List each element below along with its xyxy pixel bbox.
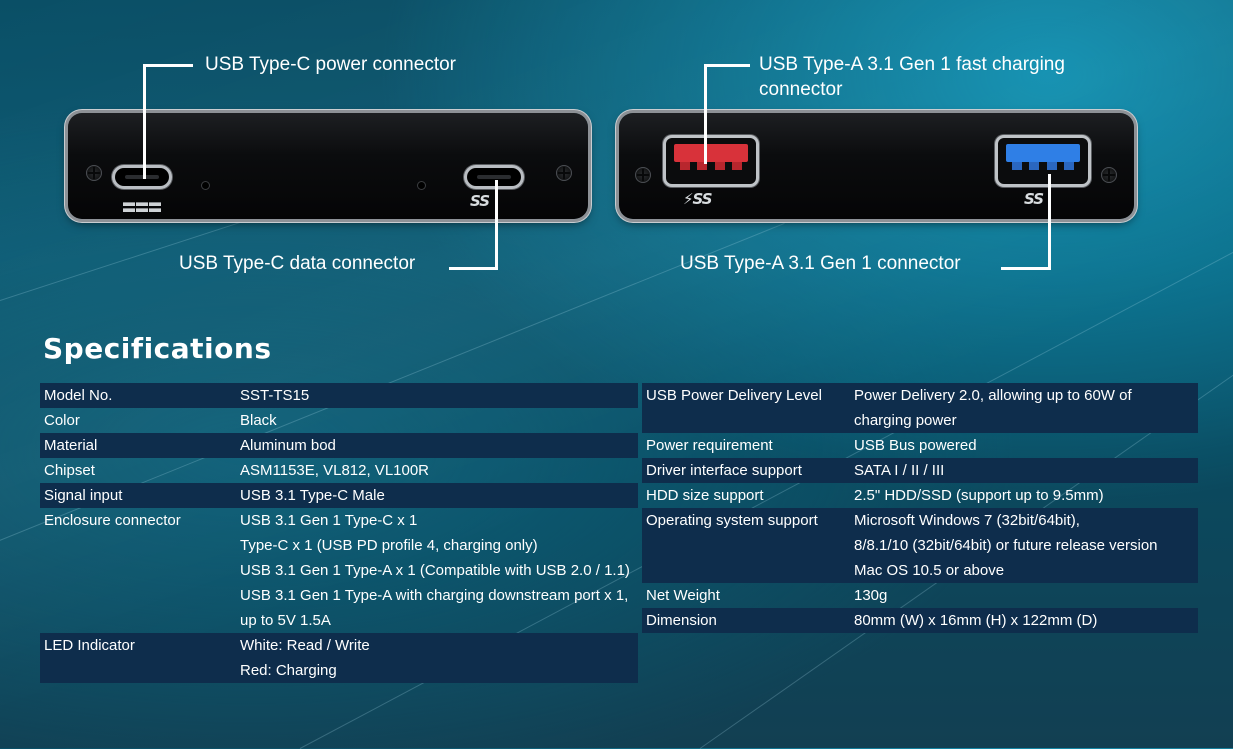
superspeed-logo: SS (1024, 190, 1044, 208)
spec-label: HDD size support (646, 487, 764, 504)
led-hole (202, 182, 209, 189)
callout-line (495, 180, 498, 270)
callout-line (1048, 174, 1051, 270)
spec-value-line: ASM1153E, VL812, VL100R (240, 462, 430, 479)
spec-value: 2.5" HDD/SSD (support up to 9.5mm) (850, 483, 1198, 508)
spec-value-line: White: Read / Write (240, 637, 370, 654)
callout-line (1001, 267, 1051, 270)
enclosure-right-panel: ⚡SS SS (619, 113, 1134, 219)
screw-icon (556, 165, 572, 181)
usb-a-port (998, 138, 1088, 184)
spec-value-line: Microsoft Windows 7 (32bit/64bit), (854, 512, 1080, 529)
spec-value: 80mm (W) x 16mm (H) x 122mm (D) (850, 608, 1198, 633)
callout-typea-fast-line2: connector (759, 79, 843, 100)
spec-value-line: charging power (854, 412, 957, 429)
spec-label: Enclosure connector (44, 512, 181, 529)
spec-label: Power requirement (646, 437, 773, 454)
usb-c-data-port (467, 168, 521, 186)
specifications-title: Specifications (43, 332, 272, 365)
superspeed-logo: SS (470, 192, 490, 210)
spec-label: USB Power Delivery Level (642, 383, 850, 433)
spec-value-line: Black (240, 412, 277, 429)
spec-label: Color (44, 412, 80, 429)
spec-value-line: USB Bus powered (854, 437, 977, 454)
callout-typec-power: USB Type-C power connector (205, 54, 456, 75)
spec-label: Net Weight (646, 587, 720, 604)
callout-line (449, 267, 498, 270)
spec-row: HDD size support 2.5" HDD/SSD (support up… (642, 483, 1198, 508)
spec-value-line: 80mm (W) x 16mm (H) x 122mm (D) (854, 612, 1098, 629)
spec-value-line: USB 3.1 Type-C Male (240, 487, 385, 504)
fast-charge-superspeed-logo: ⚡SS (683, 190, 713, 208)
usb-a-fast-charging-port (666, 138, 756, 184)
spec-label: LED Indicator (40, 633, 236, 683)
spec-value-line: USB 3.1 Gen 1 Type-A x 1 (Compatible wit… (240, 562, 630, 579)
spec-label: Material (40, 433, 236, 458)
callout-line (143, 64, 146, 179)
spec-row: Power requirement USB Bus powered (642, 433, 1198, 458)
spec-value: Microsoft Windows 7 (32bit/64bit), 8/8.1/… (850, 508, 1198, 583)
callout-typea-fast-charging: USB Type-A 3.1 Gen 1 fast charging conne… (759, 52, 1065, 102)
spec-value: USB 3.1 Type-C Male (236, 483, 638, 508)
callout-typea-connector: USB Type-A 3.1 Gen 1 connector (680, 253, 961, 274)
screw-icon (635, 167, 651, 183)
spec-value-line: Aluminum bod (240, 437, 336, 454)
spec-value-line: Power Delivery 2.0, allowing up to 60W o… (854, 387, 1132, 404)
spec-value-line: USB 3.1 Gen 1 Type-A with charging downs… (240, 587, 629, 604)
spec-row: Chipset ASM1153E, VL812, VL100R (40, 458, 638, 483)
power-symbol-icon: ▬▬▬▬▬▬ (123, 195, 162, 215)
spec-label: Signal input (40, 483, 236, 508)
spec-value: Power Delivery 2.0, allowing up to 60W o… (850, 383, 1198, 433)
spec-label: Chipset (44, 462, 95, 479)
spec-value-line: 2.5" HDD/SSD (support up to 9.5mm) (854, 487, 1104, 504)
spec-value: SST-TS15 (236, 383, 638, 408)
spec-value-line: Red: Charging (240, 662, 337, 679)
spec-row: Model No.SST-TS15 (40, 383, 638, 408)
spec-value: USB Bus powered (850, 433, 1198, 458)
spec-value-line: Mac OS 10.5 or above (854, 562, 1005, 579)
callout-line (704, 64, 750, 67)
spec-value-line: SATA I / II / III (854, 462, 945, 479)
spec-value: USB 3.1 Gen 1 Type-C x 1 Type-C x 1 (USB … (236, 508, 638, 633)
spec-value-line: USB 3.1 Gen 1 Type-C x 1 (240, 512, 418, 529)
spec-row: Enclosure connector USB 3.1 Gen 1 Type-C … (40, 508, 638, 633)
spec-value: SATA I / II / III (850, 458, 1198, 483)
spec-value: ASM1153E, VL812, VL100R (236, 458, 638, 483)
spec-value: 130g (850, 583, 1198, 608)
screw-icon (1101, 167, 1117, 183)
spec-value-line: 130g (854, 587, 888, 604)
callout-line (143, 64, 193, 67)
spec-value-line: up to 5V 1.5A (240, 612, 331, 629)
spec-label: Dimension (642, 608, 850, 633)
spec-row: Color Black (40, 408, 638, 433)
spec-value-line: 8/8.1/10 (32bit/64bit) or future release… (854, 537, 1158, 554)
spec-row: Net Weight 130g (642, 583, 1198, 608)
callout-typea-fast-line1: USB Type-A 3.1 Gen 1 fast charging (759, 54, 1065, 75)
led-hole (418, 182, 425, 189)
spec-label: Driver interface support (642, 458, 850, 483)
spec-value: Black (236, 408, 638, 433)
enclosure-left-panel: ▬▬▬▬▬▬ SS (68, 113, 588, 219)
callout-typec-data: USB Type-C data connector (179, 253, 416, 274)
spec-value: Aluminum bod (236, 433, 638, 458)
screw-icon (86, 165, 102, 181)
usb-c-power-port (115, 168, 169, 186)
spec-label: Model No. (40, 383, 236, 408)
spec-value-line: SST-TS15 (240, 387, 310, 404)
spec-value-line: Type-C x 1 (USB PD profile 4, charging o… (240, 537, 538, 554)
callout-line (704, 64, 707, 164)
spec-label: Operating system support (642, 508, 850, 583)
